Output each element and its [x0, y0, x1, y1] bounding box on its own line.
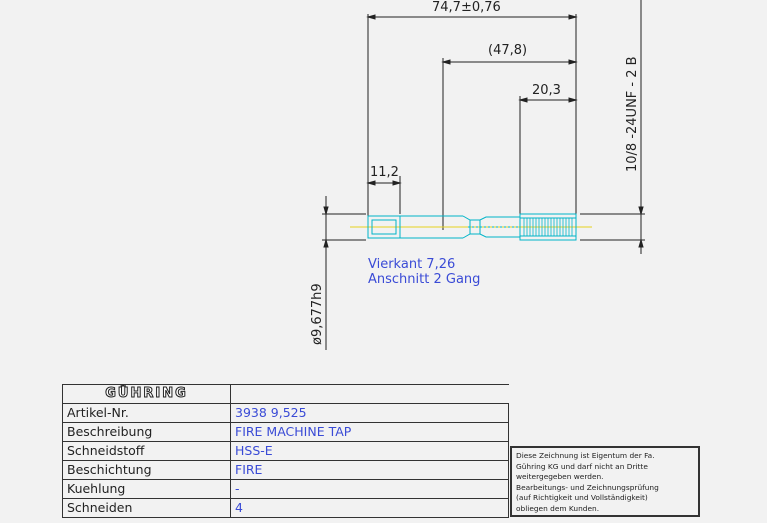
- overall-length-dimension: 74,7±0,76: [432, 0, 501, 15]
- row-value: FIRE: [230, 460, 509, 480]
- row-value: FIRE MACHINE TAP: [230, 422, 509, 442]
- table-row: Schneiden 4: [62, 498, 509, 518]
- row-value: HSS-E: [230, 441, 509, 461]
- square-length-dimension: 11,2: [370, 165, 399, 180]
- guehring-logo: GÜHRING: [62, 384, 231, 404]
- table-row: Beschichtung FIRE: [62, 460, 509, 480]
- ownership-disclaimer: Diese Zeichnung ist Eigentum der Fa. Güh…: [510, 446, 700, 517]
- shank-length-dimension: (47,8): [488, 43, 527, 58]
- table-row: Artikel-Nr. 3938 9,525: [62, 403, 509, 423]
- title-block-blank: [230, 384, 509, 404]
- dimension-lines: [322, 0, 645, 350]
- thread-length-dimension: 20,3: [532, 83, 561, 98]
- row-label: Beschreibung: [62, 422, 231, 442]
- table-row: Beschreibung FIRE MACHINE TAP: [62, 422, 509, 442]
- title-block: GÜHRING Artikel-Nr. 3938 9,525 Beschreib…: [62, 384, 509, 518]
- row-value: -: [230, 479, 509, 499]
- table-row: Schneidstoff HSS-E: [62, 441, 509, 461]
- thread-hatching: [523, 218, 573, 236]
- row-label: Beschichtung: [62, 460, 231, 480]
- thread-spec-dimension: 10/8 -24UNF - 2 B: [625, 56, 640, 172]
- shank-diameter-dimension: ø9,677h9: [310, 283, 325, 345]
- row-label: Schneiden: [62, 498, 231, 518]
- row-value: 4: [230, 498, 509, 518]
- table-row: Kuehlung -: [62, 479, 509, 499]
- row-label: Schneidstoff: [62, 441, 231, 461]
- square-note: Vierkant 7,26: [368, 257, 455, 272]
- row-value: 3938 9,525: [230, 403, 509, 423]
- row-label: Kuehlung: [62, 479, 231, 499]
- chamfer-note: Anschnitt 2 Gang: [368, 272, 480, 287]
- row-label: Artikel-Nr.: [62, 403, 231, 423]
